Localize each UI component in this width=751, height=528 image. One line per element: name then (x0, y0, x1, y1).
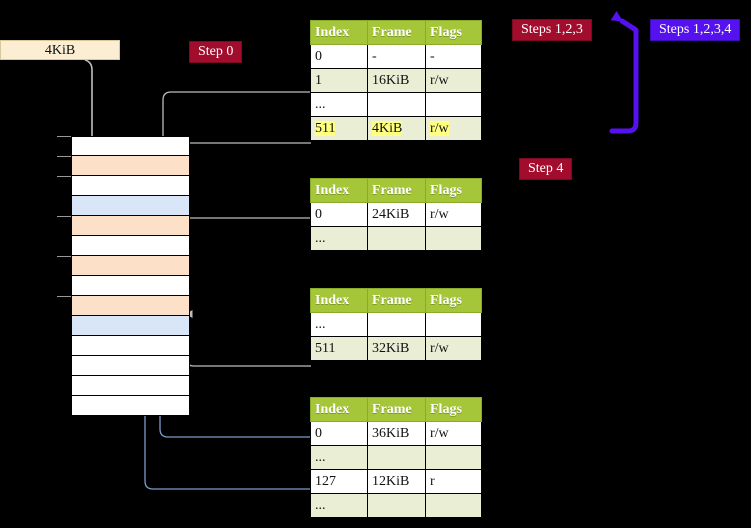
column-header-flags: Flags (425, 397, 482, 422)
cell-index: 511 (310, 336, 368, 361)
table-row: ... (310, 445, 482, 470)
cell-frame: 36KiB (367, 421, 426, 446)
cell-index: 0 (310, 202, 368, 227)
cell-flags (425, 312, 482, 337)
column-header-index: Index (310, 178, 368, 203)
memory-size-label: 4KiB (0, 40, 120, 60)
memory-frame-7 (71, 276, 190, 296)
cell-flags (425, 445, 482, 470)
memory-frame-1 (71, 156, 190, 176)
table-row: ... (310, 312, 482, 337)
cell-frame (367, 226, 426, 251)
column-header-flags: Flags (425, 288, 482, 313)
column-header-index: Index (310, 397, 368, 422)
memory-frame-4 (71, 216, 190, 236)
cell-frame: 24KiB (367, 202, 426, 227)
cell-flags: r/w (425, 421, 482, 446)
column-header-frame: Frame (367, 20, 426, 45)
cell-flags (425, 493, 482, 518)
cell-index: 1 (310, 68, 368, 93)
memory-frame-6 (71, 256, 190, 276)
memory-tick-6 (57, 256, 71, 257)
cell-index: ... (310, 226, 368, 251)
memory-frame-3 (71, 196, 190, 216)
cell-frame (367, 493, 426, 518)
cell-frame: 16KiB (367, 68, 426, 93)
cell-flags: r/w (425, 68, 482, 93)
memory-frame-2 (71, 176, 190, 196)
cell-frame (367, 92, 426, 117)
memory-frame-13 (71, 396, 190, 416)
cell-flags: r/w (425, 336, 482, 361)
cell-index: 127 (310, 469, 368, 494)
memory-tick-1 (57, 156, 71, 157)
cell-flags (425, 226, 482, 251)
cell-frame: 4KiB (367, 116, 426, 141)
column-header-flags: Flags (425, 20, 482, 45)
cell-frame: 32KiB (367, 336, 426, 361)
table-row: ... (310, 226, 482, 251)
cell-index: ... (310, 493, 368, 518)
cell-index: ... (310, 312, 368, 337)
memory-tick-0 (57, 136, 71, 137)
cell-flags (425, 92, 482, 117)
memory-frame-10 (71, 336, 190, 356)
cell-index: 511 (310, 116, 368, 141)
cell-index: ... (310, 92, 368, 117)
physical-memory-column (57, 136, 190, 416)
cell-frame: - (367, 44, 426, 69)
memory-frame-12 (71, 376, 190, 396)
cell-frame (367, 312, 426, 337)
memory-tick-8 (57, 296, 71, 297)
badge-step-0: Step 0 (189, 41, 243, 63)
memory-frame-8 (71, 296, 190, 316)
cell-flags: - (425, 44, 482, 69)
memory-frame-0 (71, 136, 190, 156)
column-header-frame: Frame (367, 288, 426, 313)
badge-steps-1234: Steps 1,2,3,4 (650, 19, 741, 41)
memory-tick-4 (57, 216, 71, 217)
cell-index: ... (310, 445, 368, 470)
memory-tick-2 (57, 176, 71, 177)
table-row: 0-- (310, 44, 482, 69)
table-row: ... (310, 493, 482, 518)
column-header-frame: Frame (367, 397, 426, 422)
column-header-index: Index (310, 288, 368, 313)
memory-frame-9 (71, 316, 190, 336)
badge-step-4: Step 4 (519, 158, 573, 180)
memory-frame-11 (71, 356, 190, 376)
cell-flags: r/w (425, 116, 482, 141)
column-header-index: Index (310, 20, 368, 45)
badge-steps-123: Steps 1,2,3 (512, 19, 592, 41)
cell-flags: r (425, 469, 482, 494)
cell-frame: 12KiB (367, 469, 426, 494)
cell-index: 0 (310, 421, 368, 446)
column-header-flags: Flags (425, 178, 482, 203)
cell-flags: r/w (425, 202, 482, 227)
cell-frame (367, 445, 426, 470)
table-row: ... (310, 92, 482, 117)
cell-index: 0 (310, 44, 368, 69)
column-header-frame: Frame (367, 178, 426, 203)
memory-frame-5 (71, 236, 190, 256)
